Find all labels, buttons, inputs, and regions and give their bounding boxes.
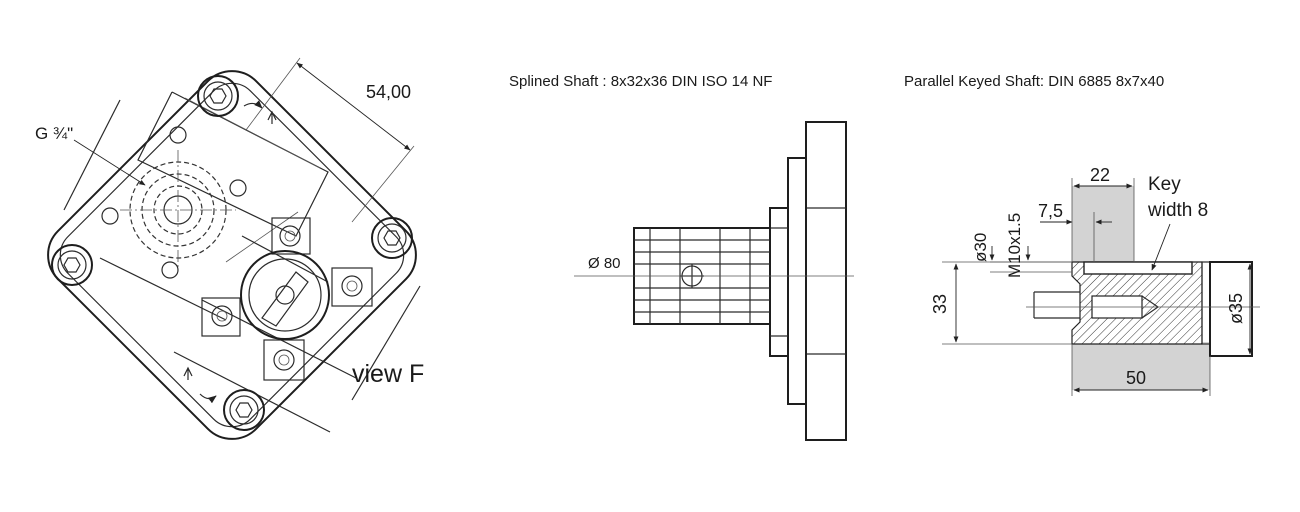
corner-bolt-bottom <box>223 389 265 431</box>
key-zone-shade <box>1072 186 1134 262</box>
view-label: view F <box>352 360 424 388</box>
body-screws <box>201 217 373 381</box>
dimension-33 <box>942 261 1072 345</box>
pump-body-outline <box>47 70 417 440</box>
keyed-shaft-title: Parallel Keyed Shaft: DIN 6885 8x7x40 <box>904 73 1164 90</box>
shaft-length-shade <box>1072 342 1210 390</box>
dim-33-label: 33 <box>930 294 950 314</box>
corner-bolt-left <box>51 244 93 286</box>
dim-d30-label: ø30 <box>971 233 990 262</box>
dimension-54 <box>245 57 415 223</box>
rotation-arrows <box>183 100 277 404</box>
key-label-line1: Key <box>1148 174 1181 195</box>
dim-7-5-label: 7,5 <box>1038 201 1063 221</box>
dim-22-label: 22 <box>1090 165 1110 185</box>
dimension-7-5 <box>1040 212 1112 262</box>
dimension-50 <box>1071 344 1211 396</box>
inlet-port <box>101 126 247 279</box>
mounting-flange <box>769 121 847 441</box>
keyed-shaft-drawing: Parallel Keyed Shaft: DIN 6885 8x7x40 <box>904 73 1260 396</box>
corner-bolt-top <box>197 75 239 117</box>
key-label-line2: width 8 <box>1147 200 1208 221</box>
corner-bolt-right <box>371 217 413 259</box>
view-f-drawing: G ¾" 54,00 view F <box>35 57 424 440</box>
key-width-leader <box>1151 223 1171 271</box>
dimension-54-label: 54,00 <box>366 82 411 102</box>
dimension-d30-thread <box>989 246 1072 273</box>
splined-shaft-title: Splined Shaft : 8x32x36 DIN ISO 14 NF <box>509 73 772 90</box>
dim-d35-label: ø35 <box>1226 293 1246 324</box>
keyed-shaft-section <box>1033 261 1253 357</box>
splined-shaft-drawing: Splined Shaft : 8x32x36 DIN ISO 14 NF <box>509 73 854 441</box>
splined-diameter-label: Ø 80 <box>588 255 621 272</box>
shaft-circle <box>240 250 330 340</box>
dim-thread-label: M10x1.5 <box>1005 213 1024 278</box>
thread-label: G ¾" <box>35 124 73 143</box>
thread-leader <box>73 139 146 186</box>
dim-50-label: 50 <box>1126 368 1146 388</box>
